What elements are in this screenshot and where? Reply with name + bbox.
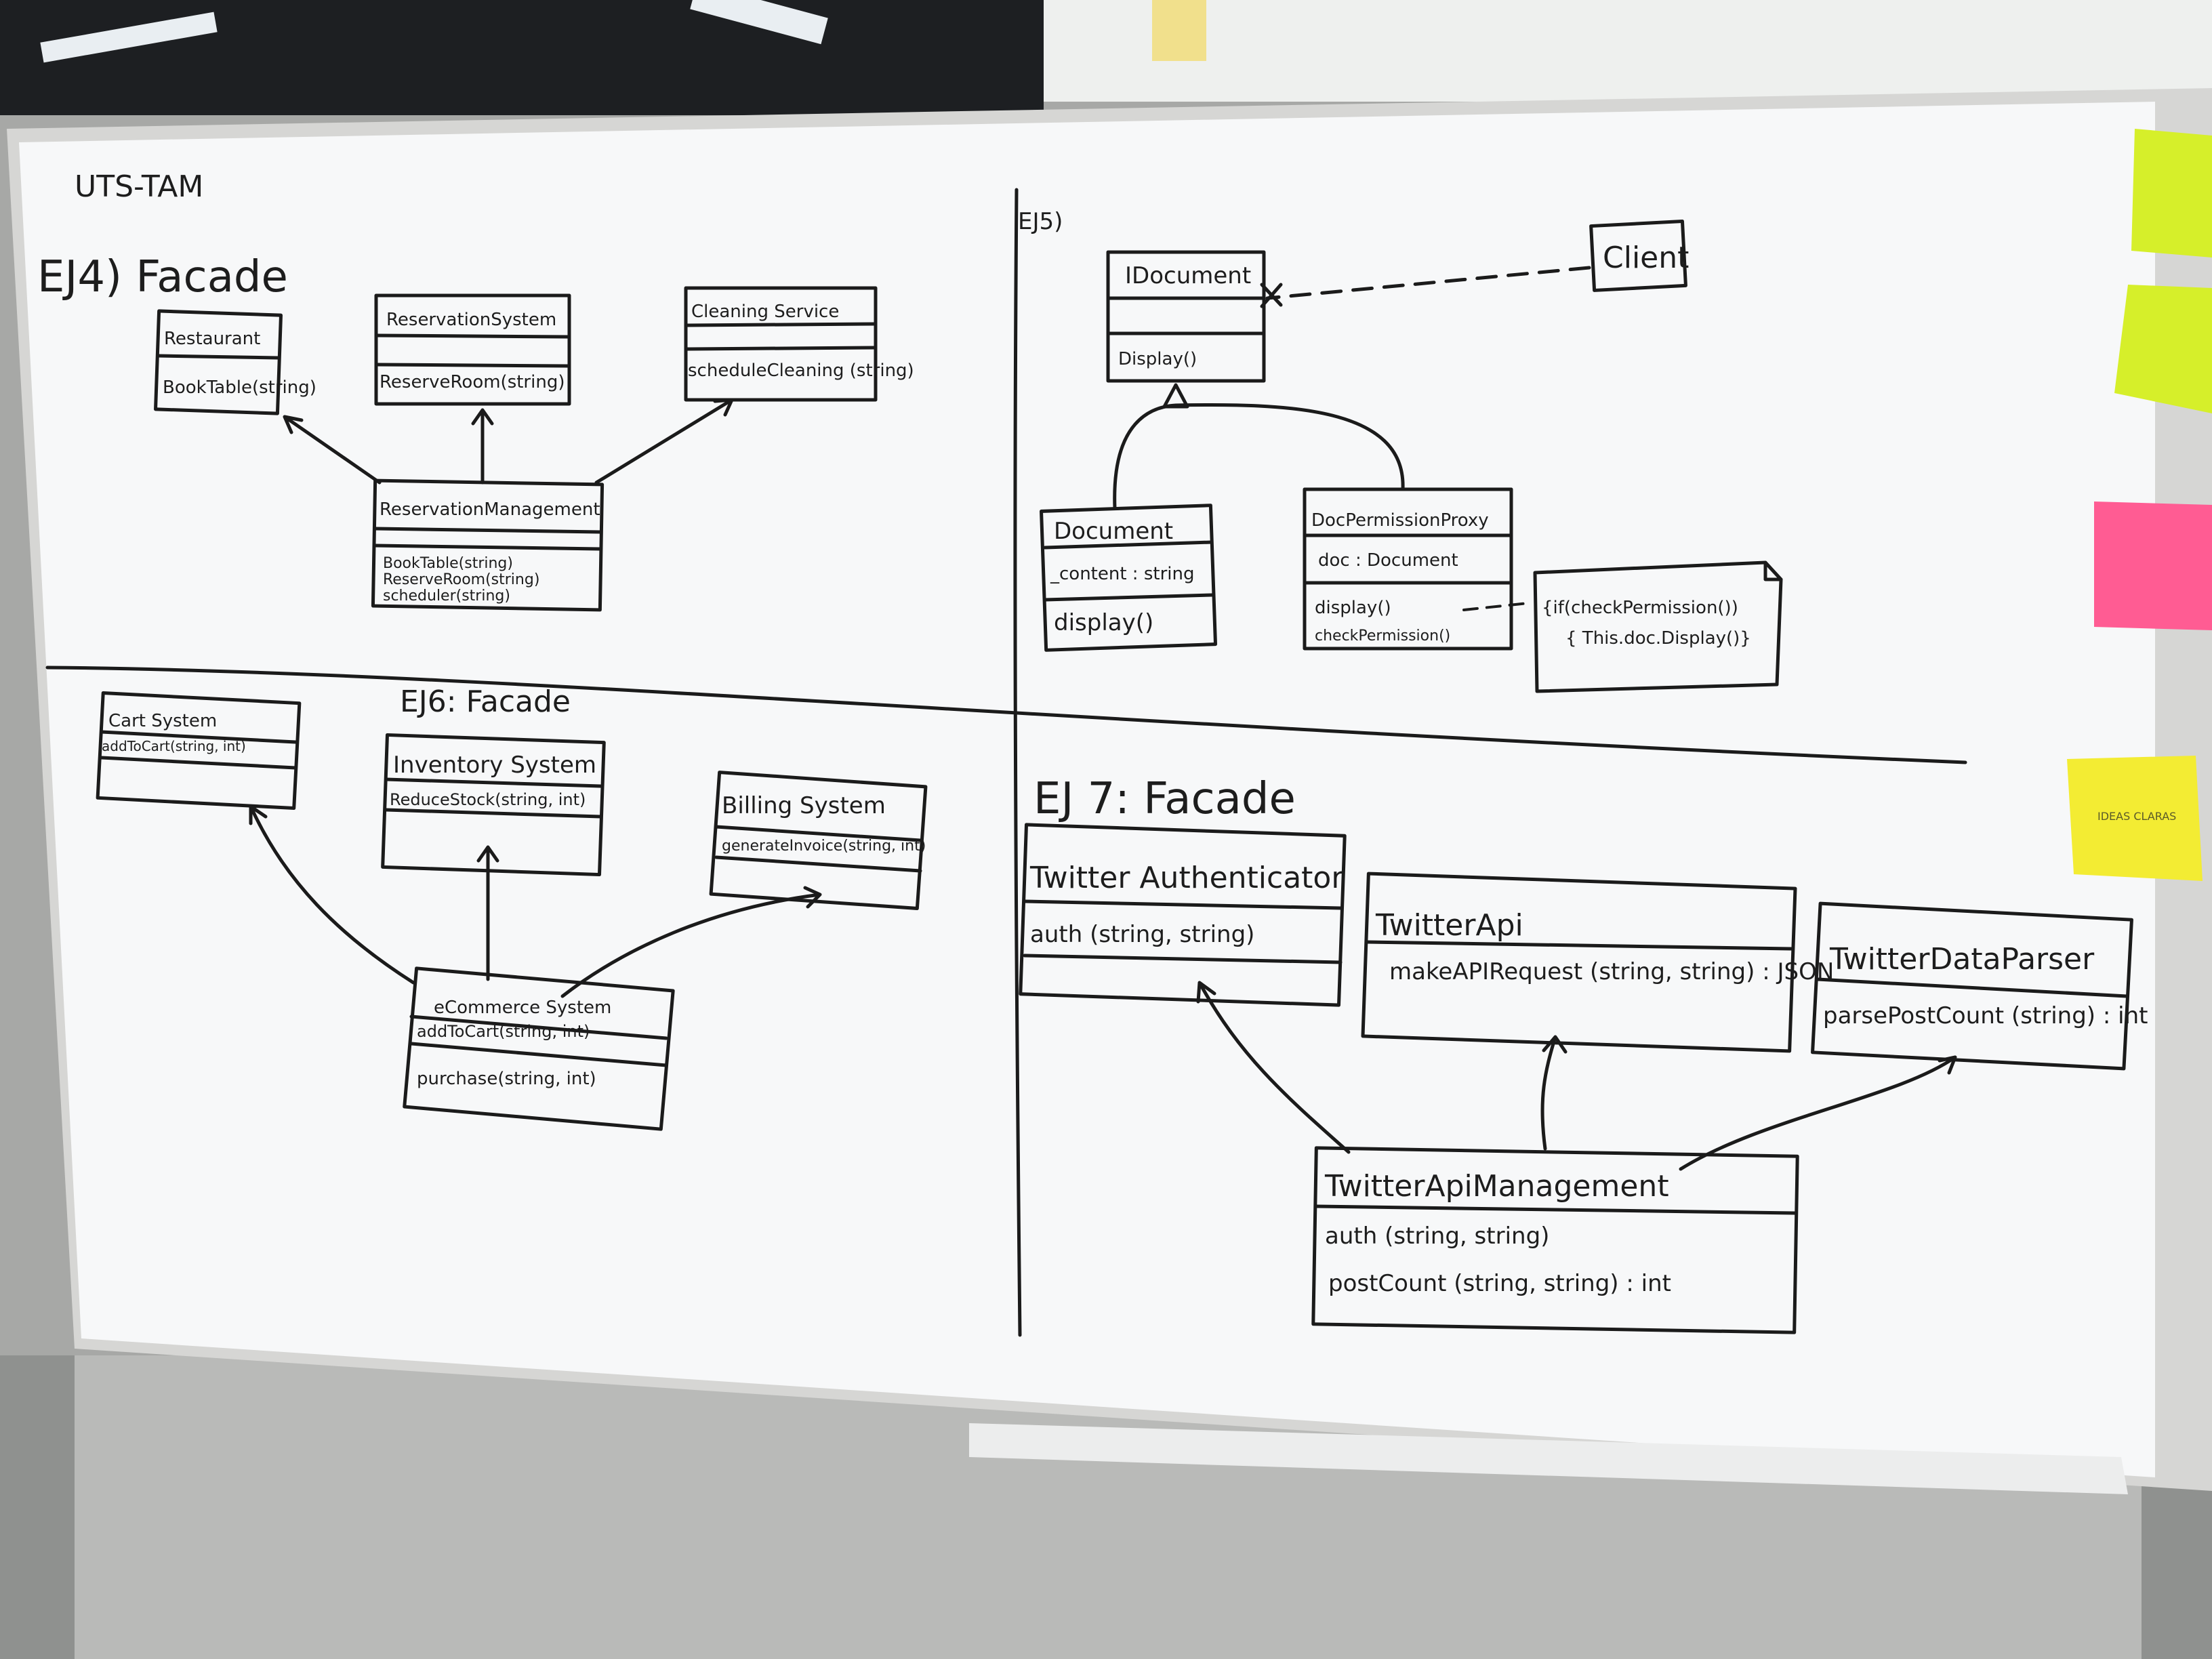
twitter-api-method: makeAPIRequest (string, string) : JSON [1389, 958, 1834, 985]
idocument-name: IDocument [1125, 262, 1251, 289]
reservation-management-method-3: scheduler(string) [383, 588, 510, 605]
arrow-to-reservation-system [471, 408, 494, 485]
wall-upper [1044, 0, 2212, 102]
arrow-to-data-parser [1679, 1055, 1957, 1171]
arrow-to-inventory [476, 845, 499, 981]
reservation-management-method-2: ReserveRoom(string) [383, 571, 539, 588]
ceiling-light [40, 12, 218, 63]
restaurant-method: BookTable(string) [163, 377, 316, 398]
ecommerce-system-method-2: purchase(string, int) [417, 1069, 596, 1089]
ecommerce-system-class [403, 966, 675, 1131]
arrow-to-billing [560, 886, 822, 998]
proxy-method-1: display() [1315, 598, 1391, 618]
twitter-data-parser-method: parsePostCount (string) : int [1823, 1002, 2148, 1029]
ej6-section: EJ6: Facade Cart System addToCart(string… [96, 684, 928, 1131]
reservation-system-name: ReservationSystem [386, 310, 556, 330]
proxy-note-line-1: {if(checkPermission()) [1542, 598, 1738, 618]
ceiling-light [690, 0, 828, 45]
sticky-note-text: IDEAS CLARAS [2097, 810, 2176, 823]
sticky-note-1 [2131, 129, 2212, 258]
cart-system-name: Cart System [108, 711, 217, 731]
arrow-to-cleaning-service [594, 398, 734, 485]
cleaning-service-name: Cleaning Service [691, 302, 839, 322]
twitter-api-management-name: TwitterApiManagement [1324, 1169, 1669, 1204]
restaurant-name: Restaurant [164, 329, 260, 349]
twitter-data-parser-name: TwitterDataParser [1829, 942, 2095, 977]
client-class [1589, 220, 1687, 292]
arrow-to-twitter-api [1540, 1035, 1568, 1151]
document-name: Document [1054, 518, 1173, 545]
billing-system-method: generateInvoice(string, int) [722, 838, 926, 855]
document-attribute: _content : string [1050, 564, 1194, 584]
idocument-method: Display() [1118, 349, 1197, 369]
document-method: display() [1054, 609, 1153, 636]
window-frame [0, 0, 1044, 115]
ej4-section: EJ4) Facade Restaurant BookTable(string)… [37, 252, 914, 612]
twitter-data-parser-class [1811, 901, 2133, 1071]
ej5-title: EJ5) [1018, 208, 1063, 235]
board-tray [969, 1423, 2128, 1494]
client-name: Client [1603, 241, 1689, 275]
twitter-authenticator-name: Twitter Authenticator [1029, 861, 1344, 895]
sticky-note-3 [2094, 501, 2212, 630]
proxy-method-2: checkPermission() [1315, 628, 1450, 644]
arrow-to-authenticator [1196, 981, 1351, 1154]
cleaning-service-class [684, 286, 878, 402]
dependency-line [1265, 266, 1591, 300]
vertical-divider [1013, 188, 1022, 1337]
restaurant-class [154, 309, 283, 415]
inheritance-triangle [1162, 383, 1189, 409]
proxy-note-line-2: { This.doc.Display()} [1565, 628, 1751, 649]
cleaning-service-method: scheduleCleaning (string) [688, 361, 914, 381]
paper-note [1152, 0, 1206, 61]
board-header: UTS-TAM [75, 169, 203, 204]
cart-system-method: addToCart(string, int) [102, 738, 246, 754]
proxy-name: DocPermissionProxy [1311, 510, 1489, 531]
twitter-api-management-method-1: auth (string, string) [1325, 1223, 1549, 1250]
reservation-system-class [374, 293, 571, 406]
board-surface [19, 102, 2155, 1477]
ej5-section: EJ5) IDocument Display() Client Document… [1018, 208, 1783, 693]
twitter-api-name: TwitterApi [1375, 908, 1523, 943]
ej7-title: EJ 7: Facade [1033, 774, 1296, 824]
ej7-section: EJ 7: Facade Twitter Authenticator auth … [1019, 774, 2148, 1334]
inventory-system-name: Inventory System [393, 752, 596, 779]
ecommerce-system-name: eCommerce System [434, 998, 611, 1018]
proxy-class [1303, 487, 1513, 651]
ej4-title: EJ4) Facade [37, 252, 288, 302]
cart-system-class [96, 691, 302, 810]
twitter-api-class [1361, 872, 1797, 1053]
reservation-system-method: ReserveRoom(string) [380, 372, 565, 392]
reservation-management-method-1: BookTable(string) [383, 555, 513, 572]
twitter-api-management-method-2: postCount (string, string) : int [1328, 1270, 1671, 1297]
reservation-management-name: ReservationManagement [380, 499, 600, 520]
proxy-note [1533, 560, 1783, 693]
ecommerce-system-method-1: addToCart(string, int) [417, 1022, 590, 1041]
sticky-note-4 [2067, 756, 2203, 881]
sticky-notes: IDEAS CLARAS [2067, 129, 2212, 881]
idocument-class [1106, 250, 1266, 383]
inventory-system-class [381, 733, 606, 877]
twitter-authenticator-class [1019, 823, 1347, 1007]
twitter-authenticator-method: auth (string, string) [1030, 921, 1254, 948]
inventory-system-method: ReduceStock(string, int) [390, 790, 586, 809]
dependency-cross [1260, 283, 1283, 308]
document-class [1040, 504, 1218, 652]
arrow-to-cart [249, 804, 415, 985]
billing-system-name: Billing System [722, 792, 886, 819]
twitter-api-management-class [1311, 1146, 1799, 1334]
horizontal-divider [45, 665, 1967, 764]
proxy-attribute: doc : Document [1318, 550, 1458, 571]
reservation-management-class [371, 478, 605, 612]
arrow-to-restaurant [283, 415, 382, 485]
ej6-title: EJ6: Facade [400, 684, 571, 719]
sticky-note-2 [2114, 285, 2212, 413]
